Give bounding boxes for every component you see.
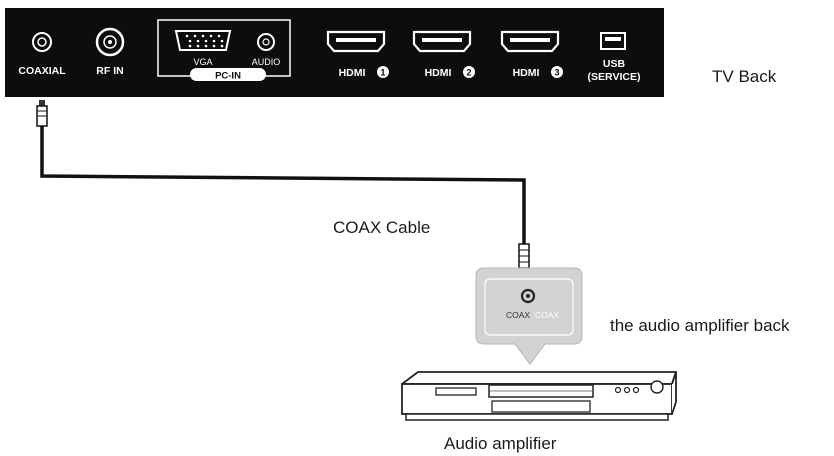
- hdmi-2-number-badge: [463, 66, 475, 78]
- hdmi-2-label: HDMI: [425, 67, 452, 79]
- coax-jack-icon: [520, 288, 536, 304]
- rf-in-port-icon: [95, 27, 125, 57]
- usb-port-label: USB: [603, 58, 626, 70]
- tv-back-label: TV Back: [712, 67, 777, 86]
- coax-cable: [36, 100, 530, 269]
- vga-port-icon: [174, 30, 232, 51]
- rf-in-port-label: RF IN: [96, 65, 123, 77]
- hdmi-3-number: 3: [554, 68, 559, 78]
- amplifier-label: Audio amplifier: [444, 434, 557, 453]
- hdmi-1-number-badge: [377, 66, 389, 78]
- vga-port-label: VGA: [193, 57, 212, 67]
- hdmi-3-port-icon: [500, 30, 560, 53]
- hdmi-2-port-icon: [412, 30, 472, 53]
- amp-back-callout: COAX COAX: [475, 267, 583, 365]
- coaxial-port-icon: [32, 32, 52, 52]
- amplifier-device: [401, 371, 677, 421]
- hdmi-3-number-badge: [551, 66, 563, 78]
- audio-port-label: AUDIO: [252, 57, 281, 67]
- coax-cable-label: COAX Cable: [333, 218, 430, 237]
- hdmi-1-label: HDMI: [339, 67, 366, 79]
- callout-coax-label-ghost: COAX: [535, 310, 559, 320]
- usb-port-icon: [600, 32, 626, 50]
- pc-in-badge: [190, 68, 266, 81]
- tv-back-panel: COAXIAL RF IN VGA: [5, 8, 664, 97]
- audio-port-icon: [257, 33, 275, 51]
- pc-in-group: VGA AUDIO PC-IN: [157, 19, 291, 82]
- amp-back-label: the audio amplifier back: [610, 316, 790, 335]
- hdmi-1-port-icon: [326, 30, 386, 53]
- coaxial-port-label: COAXIAL: [18, 65, 66, 77]
- hdmi-1-number: 1: [380, 68, 385, 78]
- usb-service-label: (SERVICE): [588, 71, 641, 83]
- callout-coax-label: COAX: [506, 310, 530, 320]
- pc-in-label: PC-IN: [215, 71, 241, 82]
- hdmi-3-label: HDMI: [513, 67, 540, 79]
- hdmi-2-number: 2: [466, 68, 471, 78]
